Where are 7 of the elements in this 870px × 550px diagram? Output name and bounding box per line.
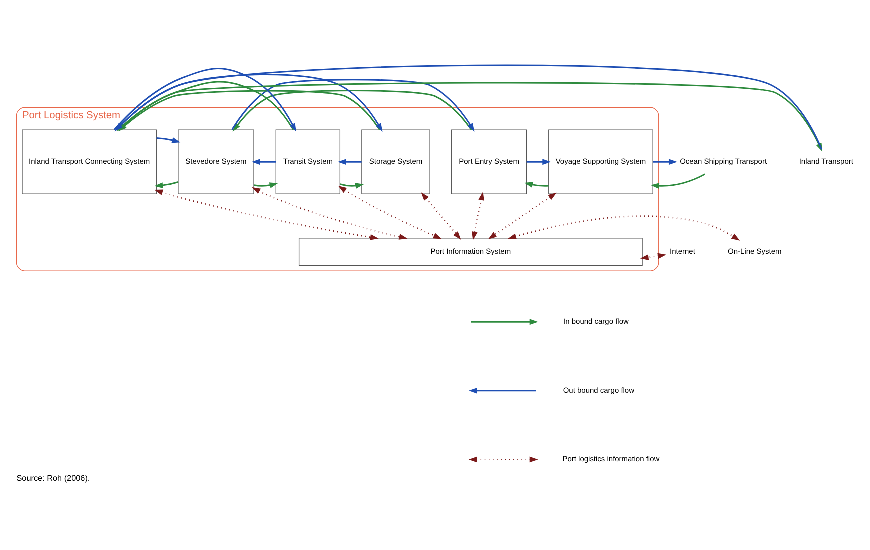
node-text: Inland Transport bbox=[799, 157, 854, 166]
legend-label: Port logistics information flow bbox=[562, 454, 660, 464]
node-text: Internet bbox=[670, 246, 696, 256]
legend-label: Out bound cargo flow bbox=[563, 386, 635, 395]
legend-label: In bound cargo flow bbox=[564, 317, 629, 326]
node-text: Ocean Shipping Transport bbox=[680, 157, 768, 166]
node-text: On-Line System bbox=[728, 246, 782, 256]
